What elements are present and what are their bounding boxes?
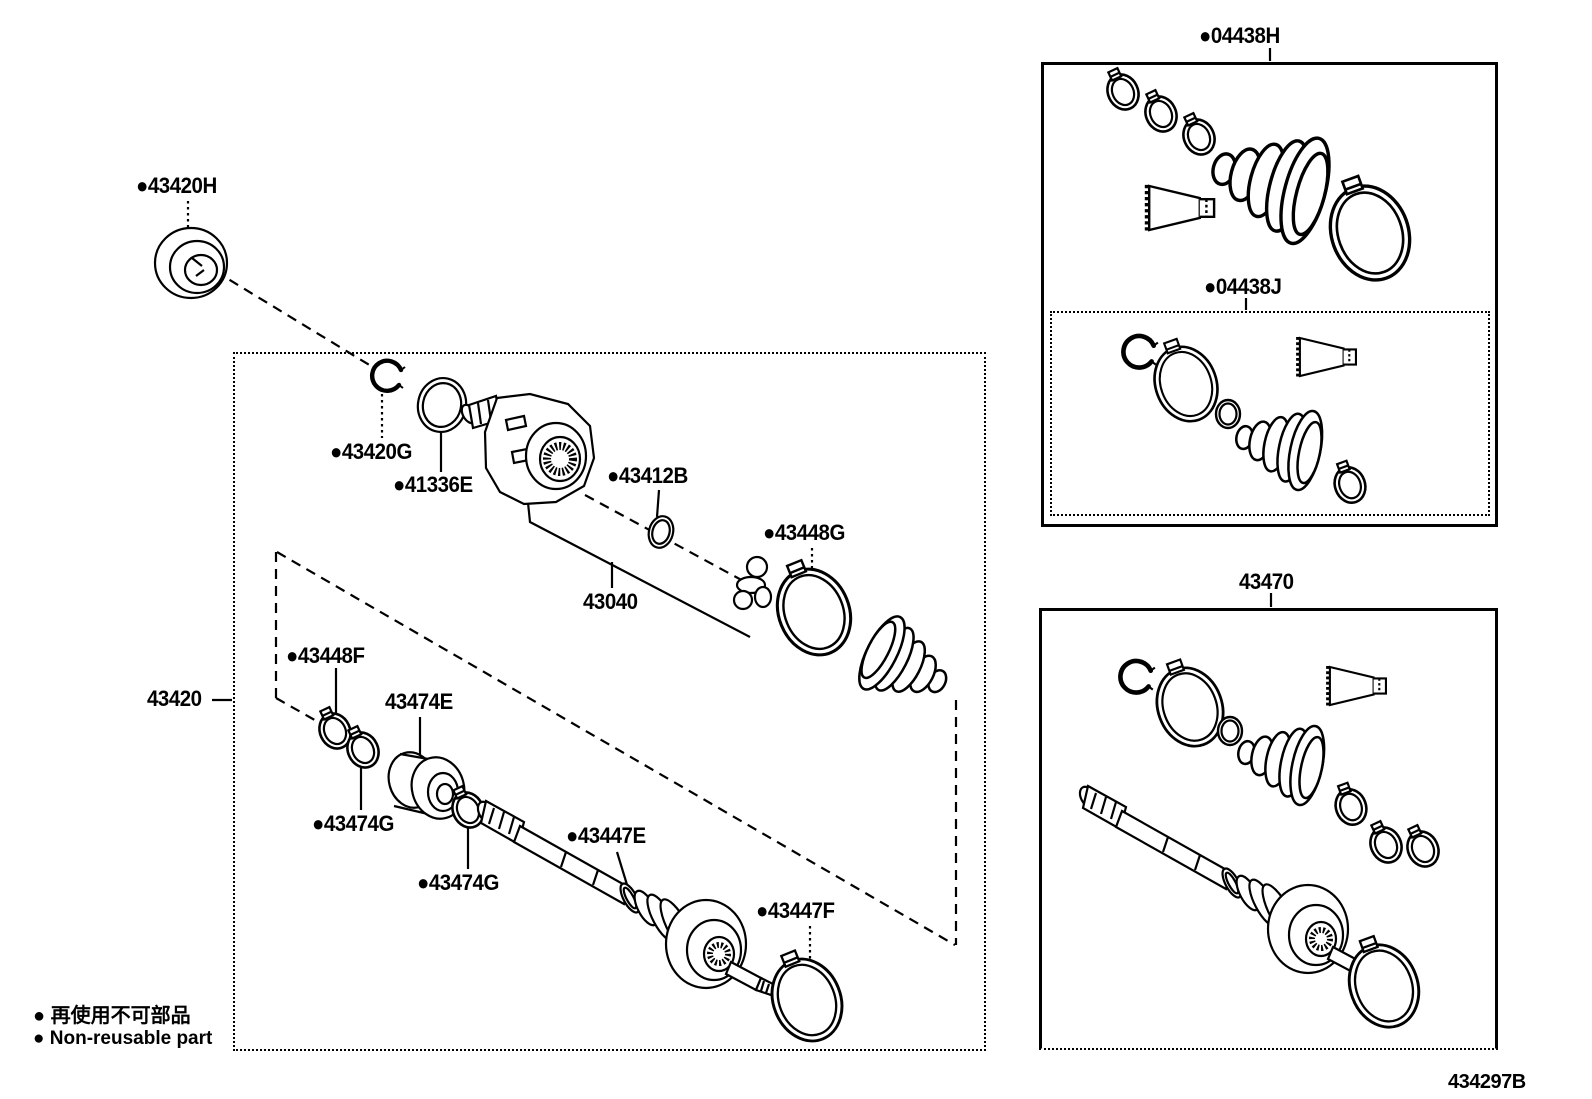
part-label-41336e: ●41336E	[393, 472, 473, 497]
part-label-43420h: ●43420H	[136, 173, 217, 198]
part-label-43448g: ●43448G	[763, 520, 845, 545]
part-label-43474g-right: ●43474G	[417, 870, 499, 895]
doc-number: 434297B	[1448, 1071, 1526, 1093]
oring-43412b-drawing	[647, 515, 675, 549]
shaft-kit-label: 43470	[1239, 569, 1294, 594]
part-label-43474g-left: ●43474G	[312, 811, 394, 836]
part-label-43412b: ●43412B	[607, 463, 688, 488]
seal-ring-41336e-drawing	[416, 377, 468, 433]
oil-seal-43420h-drawing	[153, 226, 229, 300]
clamp-43447f-drawing	[755, 939, 856, 1053]
kit-04438j-parts	[1123, 329, 1372, 509]
tripod-spider-drawing	[732, 555, 773, 611]
main-assembly-label: 43420	[147, 686, 202, 711]
main-assembly-box	[233, 352, 986, 1051]
boot-kit-outer-box	[1041, 62, 1498, 527]
part-label-43447f: ●43447F	[756, 898, 835, 923]
shaft-kit-box	[1039, 608, 1498, 1050]
part-label-43447e: ●43447E	[566, 823, 646, 848]
damper-43474e-drawing	[387, 751, 466, 820]
part-label-43040: 43040	[583, 589, 638, 614]
kit-04438h-parts	[1097, 62, 1425, 293]
inboard-boot-drawing	[849, 609, 964, 722]
boot-kit-inner-label: ●04438J	[1204, 274, 1282, 299]
boot-kit-outer-label: ●04438H	[1199, 23, 1280, 48]
kit-43470-parts	[1077, 649, 1446, 1039]
legend-non-reusable-jp: ● 再使用不可部品	[33, 1005, 191, 1027]
inboard-joint-43040-drawing	[460, 392, 596, 506]
part-label-43474e: 43474E	[385, 689, 453, 714]
snap-ring-43420g-drawing	[372, 361, 405, 391]
part-label-43448f: ●43448F	[286, 643, 365, 668]
boot-kit-inner-box	[1050, 311, 1490, 516]
legend-non-reusable-en: ● Non-reusable part	[33, 1028, 213, 1049]
part-label-43420g: ●43420G	[330, 439, 412, 464]
